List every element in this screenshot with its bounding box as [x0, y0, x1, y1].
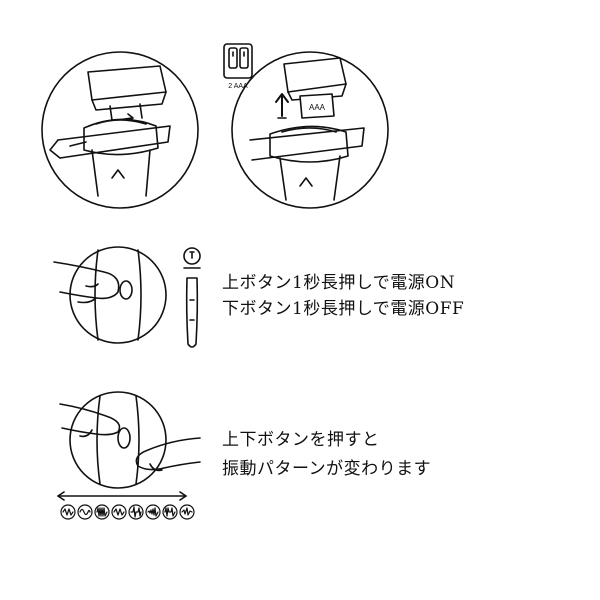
device-side-icon: [183, 247, 201, 348]
power-off-instruction: 下ボタン1秒長押しで電源OFF: [222, 299, 465, 319]
battery-cell-label: AAA: [309, 103, 326, 112]
pattern-icon-2: [77, 504, 93, 520]
vibration-pattern-icons: [60, 504, 195, 520]
pattern-icon-4: [111, 504, 127, 520]
pattern-instructions: 上下ボタンを押すと 振動パターンが変わります: [222, 426, 431, 484]
pattern-instruction-line-2: 振動パターンが変わります: [222, 459, 432, 479]
pattern-range-arrow: [57, 491, 187, 501]
pattern-icon-5: [128, 504, 144, 520]
pattern-icon-7: [162, 504, 178, 520]
pattern-icon-3: [94, 504, 110, 520]
battery-pack-icon: [223, 43, 253, 79]
insert-battery-illustration: [231, 51, 389, 209]
open-cover-illustration: [41, 51, 199, 209]
pattern-button-illustration: [59, 391, 201, 489]
pattern-icon-1: [60, 504, 76, 520]
battery-pack-label: 2 AAA: [228, 83, 248, 90]
power-instructions: 上ボタン1秒長押しで電源ON 下ボタン1秒長押しで電源OFF: [222, 270, 464, 322]
pattern-instruction-line-1: 上下ボタンを押すと: [222, 430, 380, 450]
pattern-icon-6: [145, 504, 161, 520]
power-button-illustration: [53, 246, 167, 344]
power-on-instruction: 上ボタン1秒長押しで電源ON: [222, 273, 456, 293]
pattern-icon-8: [179, 504, 195, 520]
